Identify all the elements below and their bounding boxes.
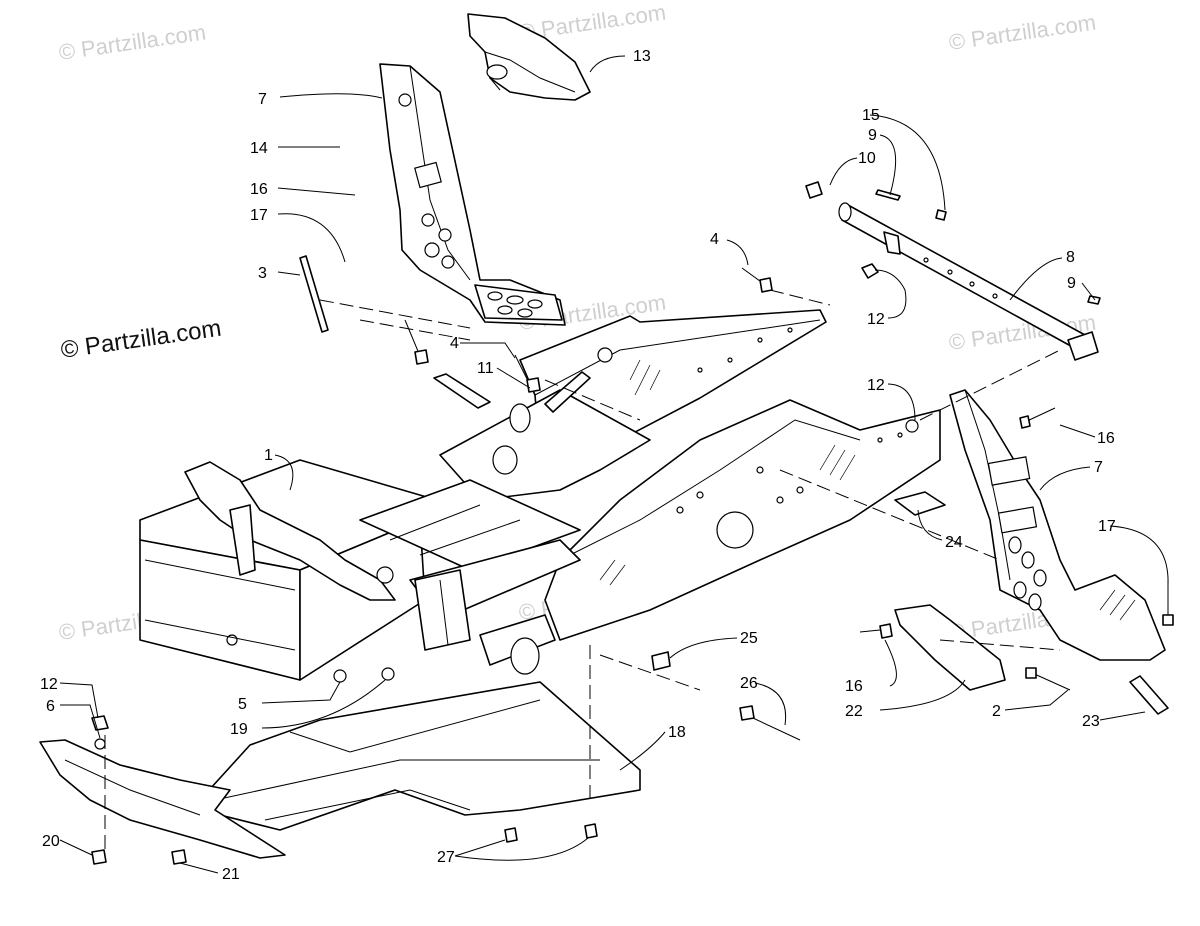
- part-18-skid-plate: [199, 681, 641, 831]
- callout-11: 11: [477, 360, 494, 377]
- callout-24: 23: [1082, 713, 1100, 730]
- callout-4: 4: [710, 231, 719, 248]
- callout-12: 12: [867, 311, 885, 328]
- callout-8: 8: [1066, 249, 1075, 266]
- callout-3: 3: [258, 265, 267, 282]
- callout-17: 17: [250, 207, 268, 224]
- callout-16c: 16: [845, 678, 863, 695]
- callout-22: 21: [222, 866, 240, 883]
- callout-26: 25: [740, 630, 758, 647]
- callout-19: 19: [230, 721, 248, 738]
- callout-21: 20: [42, 833, 60, 850]
- callout-labels: 7 14 16 17 3 13 15 9 10 4 8 9 12 12 4 11…: [40, 48, 1116, 883]
- callout-10: 10: [858, 150, 876, 167]
- callout-15: 15: [862, 107, 880, 124]
- main-frame: [139, 309, 941, 681]
- callout-9: 9: [868, 127, 877, 144]
- callout-13: 13: [633, 48, 651, 65]
- watermark: © Partzilla.com: [947, 10, 1097, 55]
- part-4-rivets: [404, 267, 773, 393]
- callout-17b: 17: [1098, 518, 1116, 535]
- callout-9b: 9: [1067, 275, 1076, 292]
- callout-7: 7: [258, 91, 267, 108]
- callout-16: 16: [250, 181, 268, 198]
- rivets-right: [859, 407, 1174, 691]
- part-8-cross-shaft: [805, 181, 1101, 361]
- callout-12b: 12: [867, 377, 885, 394]
- watermark-main: © Partzilla.com: [59, 315, 223, 364]
- part-7-right-bracket: [949, 389, 1166, 661]
- parts-26-27: [651, 651, 801, 741]
- part-11-plates: [433, 371, 591, 413]
- callout-20: 27: [437, 849, 455, 866]
- part-7-upper-bracket: [379, 63, 566, 326]
- callout-2: 2: [992, 703, 1001, 720]
- callout-6: 6: [46, 698, 55, 715]
- callout-23: 22: [845, 703, 863, 720]
- part-21-22-guard: [39, 739, 598, 865]
- part-23-strap: [894, 604, 1006, 691]
- callout-14: 14: [250, 140, 268, 157]
- callout-18: 18: [668, 724, 686, 741]
- callout-25: 24: [945, 534, 963, 551]
- callout-16b: 16: [1097, 430, 1115, 447]
- callout-7b: 7: [1094, 459, 1103, 476]
- watermark: © Partzilla.com: [57, 20, 207, 65]
- nuts: [91, 419, 919, 750]
- part-13-cover: [467, 13, 591, 101]
- callout-12c: 12: [40, 676, 58, 693]
- callout-27: 26: [740, 675, 758, 692]
- callout-1: 1: [264, 447, 273, 464]
- callout-leaders: [59, 55, 1169, 874]
- callout-4b: 4: [450, 335, 459, 352]
- part-24-plate: [1129, 675, 1169, 715]
- part-25-clip: [894, 491, 946, 516]
- reference-lines: [104, 289, 1061, 850]
- part-3-rod: [299, 255, 329, 333]
- callout-5: 5: [238, 696, 247, 713]
